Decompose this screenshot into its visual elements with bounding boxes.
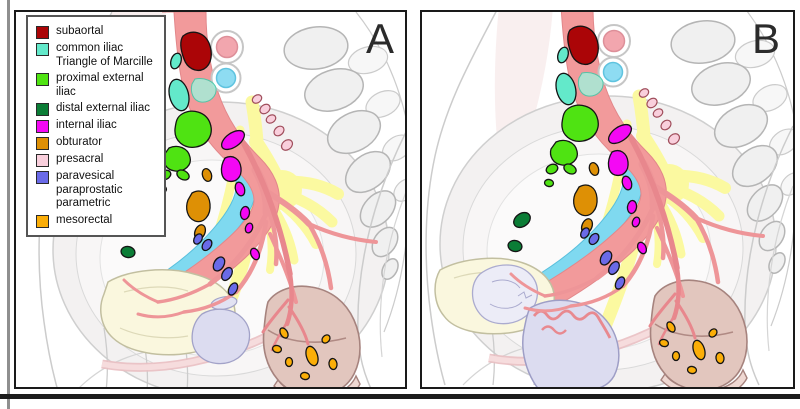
legend-item-mesorectal: mesorectal — [36, 214, 158, 228]
legend-item-common-iliac: common iliac Triangle of Marcille — [36, 42, 158, 69]
panel-b-illustration — [422, 12, 793, 387]
uterine-artery — [532, 309, 612, 339]
legend-item-presacral: presacral — [36, 153, 158, 167]
legend-item-paravesical: paravesical paraprostatic parametric — [36, 170, 158, 211]
figure-left-rule — [7, 0, 10, 409]
presacral-swatch — [36, 154, 49, 167]
panel-a-label: A — [366, 15, 395, 62]
panel-a: A subaortal common iliac Triangle of Mar… — [14, 10, 407, 389]
mesorectal-swatch — [36, 214, 49, 228]
distal-external-iliac-swatch — [36, 103, 49, 116]
legend-item-proximal-external-iliac: proximal external iliac — [36, 72, 158, 99]
legend-item-obturator: obturator — [36, 136, 158, 150]
uterus — [471, 264, 539, 325]
figure-bottom-rule — [0, 394, 800, 399]
obturator-swatch — [36, 137, 49, 150]
panel-b: B — [420, 10, 795, 389]
legend: subaortal common iliac Triangle of Marci… — [26, 15, 166, 237]
legend-item-subaortal: subaortal — [36, 25, 158, 39]
subaortal-swatch — [36, 26, 49, 39]
vagina-uterine-sac — [522, 299, 620, 387]
internal-iliac-swatch — [36, 120, 49, 133]
paravesical-swatch — [36, 171, 49, 184]
common-iliac-swatch — [36, 43, 49, 56]
prostate-seminal-vesicle — [191, 296, 251, 365]
panel-b-label: B — [752, 15, 781, 62]
proximal-external-iliac-swatch — [36, 73, 49, 86]
legend-item-distal-external-iliac: distal external iliac — [36, 102, 158, 116]
legend-item-internal-iliac: internal iliac — [36, 119, 158, 133]
panel-a-illustration — [16, 12, 405, 387]
